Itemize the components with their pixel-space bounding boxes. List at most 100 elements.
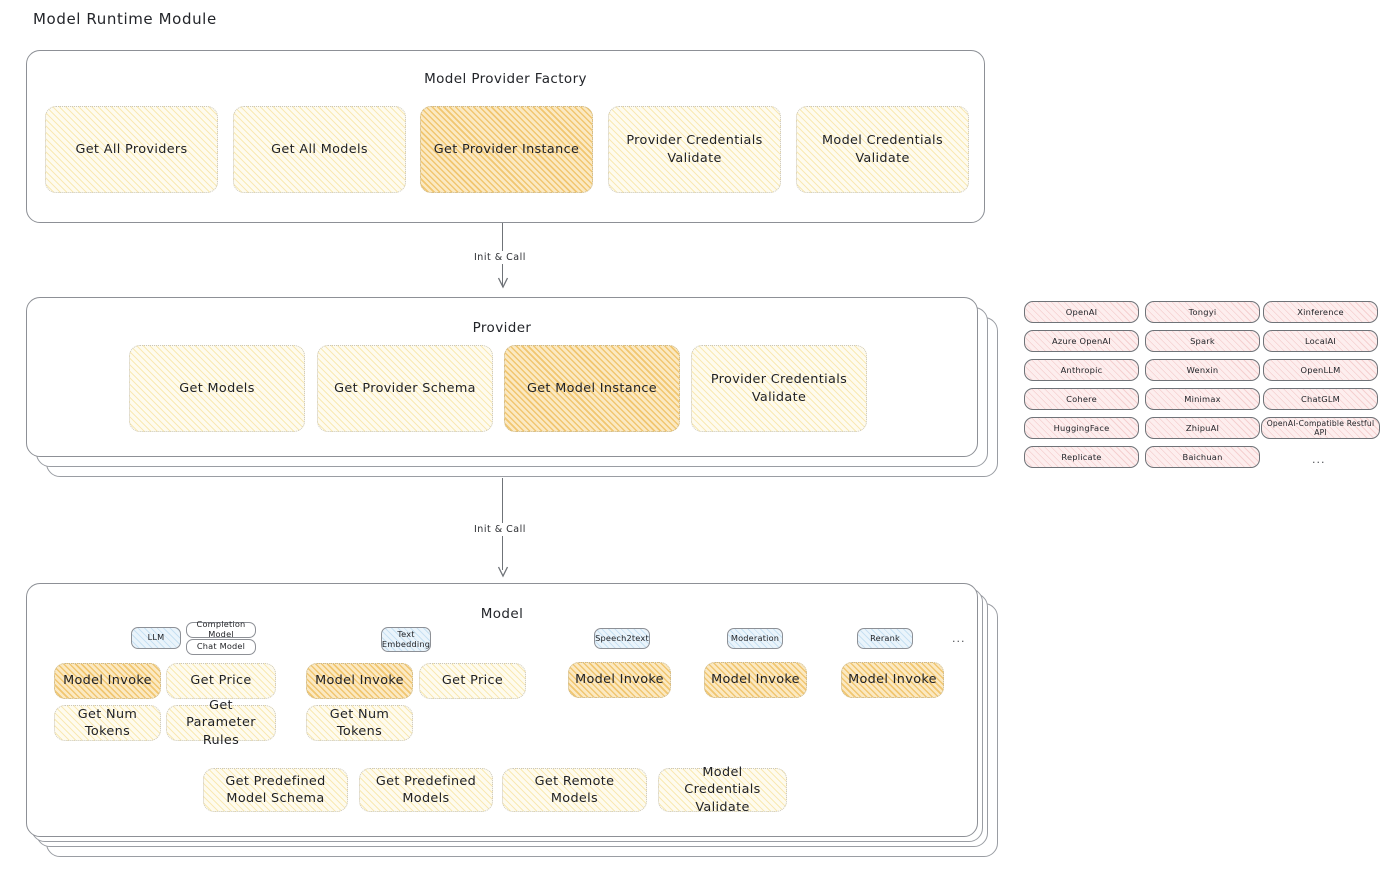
node-rerank-model-invoke[interactable]: Model Invoke: [841, 662, 944, 698]
node-get-all-providers[interactable]: Get All Providers: [45, 106, 218, 193]
node-text-embedding-get-num-tokens[interactable]: Get Num Tokens: [306, 705, 413, 741]
provider-chip-spark[interactable]: Spark: [1145, 330, 1260, 352]
node-label: Provider Credentials Validate: [710, 372, 848, 405]
provider-chip-zhipuai[interactable]: ZhipuAI: [1145, 417, 1260, 439]
chip-label: Xinference: [1297, 307, 1344, 317]
connector-2-arrowhead: [497, 566, 509, 578]
node-label: Get Price: [190, 673, 252, 689]
node-get-predefined-models[interactable]: Get Predefined Models: [359, 768, 493, 812]
node-label: Get Provider Instance: [433, 141, 580, 157]
chip-label: HuggingFace: [1053, 423, 1110, 433]
model-type-tag-moderation[interactable]: Moderation: [727, 628, 783, 649]
model-subtag-chat-model[interactable]: Chat Model: [186, 639, 256, 655]
factory-title: Model Provider Factory: [424, 71, 587, 87]
node-label: Get Price: [441, 673, 504, 689]
provider-chip-chatglm[interactable]: ChatGLM: [1263, 388, 1378, 410]
node-label: Model Invoke: [711, 672, 800, 688]
provider-chip-openllm[interactable]: OpenLLM: [1263, 359, 1378, 381]
node-speech2text-model-invoke[interactable]: Model Invoke: [568, 662, 671, 698]
chip-label: OpenAI: [1065, 307, 1098, 317]
model-type-tag-llm[interactable]: LLM: [131, 627, 181, 649]
provider-chip-localai[interactable]: LocalAI: [1263, 330, 1378, 352]
chip-label: Replicate: [1061, 452, 1102, 462]
chip-label: Wenxin: [1186, 365, 1219, 375]
provider-title: Provider: [472, 320, 532, 336]
chip-label: Baichuan: [1182, 452, 1223, 462]
chip-label: ZhipuAI: [1185, 423, 1220, 433]
node-moderation-model-invoke[interactable]: Model Invoke: [704, 662, 807, 698]
node-provider-credentials-validate-2[interactable]: Provider Credentials Validate: [691, 345, 867, 432]
node-get-provider-instance[interactable]: Get Provider Instance: [420, 106, 593, 193]
node-label: Get Models: [179, 380, 255, 396]
node-llm-get-num-tokens[interactable]: Get Num Tokens: [54, 705, 161, 741]
node-get-remote-models[interactable]: Get Remote Models: [502, 768, 647, 812]
node-label: Get Model Instance: [526, 380, 658, 396]
chip-label: Spark: [1190, 336, 1215, 346]
provider-chip-replicate[interactable]: Replicate: [1024, 446, 1139, 468]
node-label: Provider Credentials Validate: [626, 133, 763, 166]
provider-chip-azure-openai[interactable]: Azure OpenAI: [1024, 330, 1139, 352]
chip-label: LocalAI: [1304, 336, 1337, 346]
node-get-provider-schema[interactable]: Get Provider Schema: [317, 345, 493, 432]
provider-chip-openai[interactable]: OpenAI: [1024, 301, 1139, 323]
node-get-model-instance[interactable]: Get Model Instance: [504, 345, 680, 432]
node-label: Get Num Tokens: [77, 706, 138, 739]
node-label: Get Predefined Models: [375, 773, 477, 806]
node-llm-get-price[interactable]: Get Price: [166, 663, 276, 699]
node-get-all-models[interactable]: Get All Models: [233, 106, 406, 193]
node-label: Model Credentials Validate: [684, 765, 761, 815]
model-title: Model: [480, 606, 524, 622]
tag-label: Rerank: [870, 632, 900, 643]
model-subtag-completion-model[interactable]: Completion Model: [186, 619, 256, 639]
node-get-predefined-model-schema[interactable]: Get Predefined Model Schema: [203, 768, 348, 812]
node-label: Get All Models: [271, 141, 368, 157]
model-type-tag-rerank[interactable]: Rerank: [857, 628, 913, 649]
chip-label: Anthropic: [1060, 365, 1103, 375]
node-provider-credentials-validate[interactable]: Provider Credentials Validate: [608, 106, 781, 193]
node-model-credentials-validate[interactable]: Model Credentials Validate: [796, 106, 969, 193]
node-label: Model Invoke: [63, 673, 152, 689]
connector-1-arrowhead: [497, 277, 509, 289]
provider-list-more: ...: [1312, 453, 1326, 466]
provider-chip-openai-compatible-restful-api[interactable]: OpenAI-Compatible Restful API: [1261, 417, 1380, 439]
provider-chip-baichuan[interactable]: Baichuan: [1145, 446, 1260, 468]
node-label: Model Invoke: [315, 673, 404, 689]
provider-chip-wenxin[interactable]: Wenxin: [1145, 359, 1260, 381]
connector-2-label: Init & Call: [470, 523, 530, 536]
connector-1-label: Init & Call: [470, 251, 530, 264]
provider-chip-xinference[interactable]: Xinference: [1263, 301, 1378, 323]
model-type-tag-speech2text[interactable]: Speech2text: [594, 628, 650, 649]
node-label: Get Provider Schema: [334, 380, 476, 396]
provider-chip-tongyi[interactable]: Tongyi: [1145, 301, 1260, 323]
node-label: Model Invoke: [575, 672, 664, 688]
chip-label: Cohere: [1066, 394, 1097, 404]
page-title: Model Runtime Module: [33, 10, 217, 28]
chip-label: OpenAI-Compatible Restful API: [1266, 419, 1375, 437]
model-type-tag-text-embedding[interactable]: Text Embedding: [381, 627, 431, 652]
model-types-more: ...: [952, 632, 966, 645]
provider-chip-minimax[interactable]: Minimax: [1145, 388, 1260, 410]
provider-chip-cohere[interactable]: Cohere: [1024, 388, 1139, 410]
node-text-embedding-model-invoke[interactable]: Model Invoke: [306, 663, 413, 699]
provider-chip-huggingface[interactable]: HuggingFace: [1024, 417, 1139, 439]
tag-label: Text Embedding: [381, 629, 431, 649]
node-label: Get Num Tokens: [329, 706, 390, 739]
node-label: Model Credentials Validate: [822, 133, 943, 166]
chip-label: Minimax: [1184, 394, 1221, 404]
node-get-models[interactable]: Get Models: [129, 345, 305, 432]
node-label: Get Remote Models: [534, 773, 615, 806]
provider-chip-anthropic[interactable]: Anthropic: [1024, 359, 1139, 381]
chip-label: Azure OpenAI: [1052, 336, 1111, 346]
node-label: Get All Providers: [75, 141, 188, 157]
node-llm-model-invoke[interactable]: Model Invoke: [54, 663, 161, 699]
tag-label: Moderation: [730, 632, 780, 643]
chip-label: Tongyi: [1188, 307, 1217, 317]
tag-label: LLM: [147, 632, 165, 643]
node-model-credentials-validate-2[interactable]: Model Credentials Validate: [658, 765, 787, 815]
node-label: Model Invoke: [848, 672, 937, 688]
node-llm-get-parameter-rules[interactable]: Get Parameter Rules: [166, 698, 276, 748]
node-text-embedding-get-price[interactable]: Get Price: [419, 663, 526, 699]
tag-label: Speech2text: [595, 632, 649, 643]
node-label: Get Parameter Rules: [186, 698, 256, 748]
